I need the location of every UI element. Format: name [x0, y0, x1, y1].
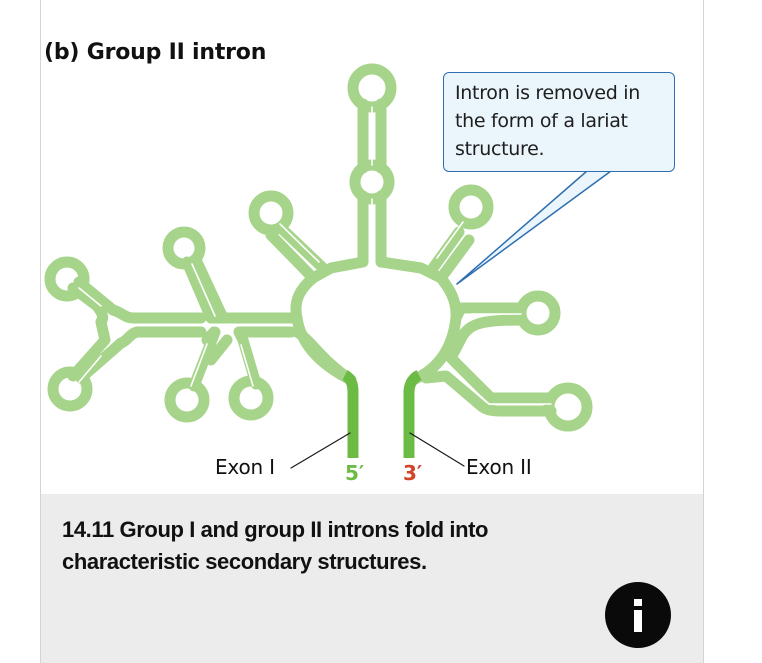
exon-1-strand: [342, 370, 359, 458]
lariat-callout: Intron is removed in the form of a laria…: [443, 72, 675, 172]
exon-strands: [342, 370, 422, 458]
figure-caption: 14.11 Group I and group II introns fold …: [62, 517, 489, 574]
exon-2-label: Exon II: [466, 455, 532, 479]
callout-text: Intron is removed in the form of a laria…: [455, 82, 640, 160]
stem-gaps: [78, 106, 552, 405]
exon-1-leader: [290, 432, 351, 469]
figure-panel: (b) Group II intron Intron is removed in…: [41, 0, 703, 494]
info-icon: [634, 599, 642, 632]
info-button[interactable]: [605, 582, 671, 648]
exon-1-label: Exon I: [215, 455, 275, 479]
group-ii-intron-diagram: [44, 63, 612, 469]
exon-2-strand: [403, 370, 422, 458]
figure-title: (b) Group II intron: [44, 40, 267, 65]
exon-2-leader: [409, 432, 465, 467]
five-prime-label: 5′: [345, 461, 365, 485]
figure-card: (b) Group II intron Intron is removed in…: [40, 0, 704, 663]
three-prime-label: 3′: [403, 461, 423, 485]
figure-caption-panel: 14.11 Group I and group II introns fold …: [41, 494, 703, 663]
